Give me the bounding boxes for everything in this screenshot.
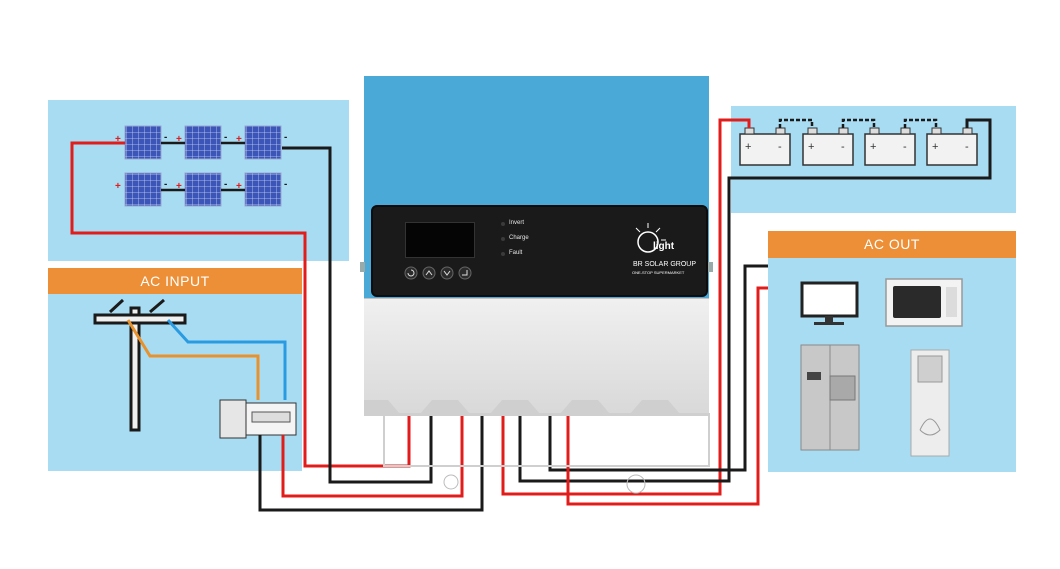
indicator-invert-label: Invert: [509, 220, 525, 226]
battery-wires: [501, 118, 992, 496]
battery-polarity-marks: + - + - + - + -: [745, 141, 969, 153]
inverter-mount-right: [708, 262, 713, 272]
svg-text:-: -: [284, 179, 287, 190]
battery-icon: [802, 127, 854, 166]
svg-text:-: -: [778, 141, 782, 153]
svg-text:+: +: [236, 134, 242, 145]
svg-text:+: +: [176, 181, 182, 192]
monitor-icon: [800, 281, 859, 325]
svg-text:-: -: [903, 141, 907, 153]
svg-text:-: -: [841, 141, 845, 153]
svg-text:+: +: [808, 141, 814, 153]
ac-input-wires: [258, 414, 484, 512]
down-icon[interactable]: [440, 266, 454, 280]
svg-text:-: -: [164, 179, 167, 190]
ac-out-label: AC OUT: [768, 231, 1016, 258]
brand-logo-icon: [635, 223, 666, 253]
solar-panel-icon: [244, 172, 282, 207]
ac-input-label: AC INPUT: [48, 268, 302, 294]
brand-tagline: ONE-STOP SUPERMARKET: [632, 270, 685, 275]
indicator-fault-label: Fault: [509, 250, 523, 256]
battery-series-links: [778, 118, 938, 128]
battery-icon: [864, 127, 916, 166]
inverter-terminals: [364, 400, 710, 494]
brand-logo-text: light: [653, 241, 675, 252]
grid-wires: [126, 318, 287, 400]
inverter-mount-left: [360, 262, 365, 272]
solar-panel-icon: [184, 125, 222, 160]
inverter-bottom-case: [364, 298, 709, 416]
microwave-icon: [885, 278, 963, 327]
indicator-leds: [501, 222, 505, 256]
svg-text:-: -: [164, 132, 167, 143]
solar-panel-icon: [184, 172, 222, 207]
svg-text:+: +: [932, 141, 938, 153]
battery-icon: [926, 127, 978, 166]
panel-polarity-marks: + + + + + + - - - - - -: [115, 132, 287, 192]
svg-text:+: +: [745, 141, 751, 153]
back-icon[interactable]: [404, 266, 418, 280]
battery-icon: [739, 127, 791, 166]
refrigerator-icon: [800, 344, 860, 451]
brand-name: BR SOLAR GROUP: [633, 261, 697, 268]
air-conditioner-icon: [910, 349, 950, 457]
svg-text:+: +: [176, 134, 182, 145]
svg-text:-: -: [224, 179, 227, 190]
svg-text:-: -: [224, 132, 227, 143]
svg-text:-: -: [965, 141, 969, 153]
svg-text:+: +: [115, 181, 121, 192]
solar-panel-icon: [124, 125, 162, 160]
enter-icon[interactable]: [458, 266, 472, 280]
panel-interconnects: [161, 141, 245, 192]
svg-text:+: +: [236, 181, 242, 192]
svg-text:+: +: [870, 141, 876, 153]
ac-output-wires: [548, 264, 768, 506]
breaker-box-icon: [219, 399, 297, 439]
lcd-screen: [405, 222, 475, 258]
utility-pole-icon: [93, 298, 187, 432]
solar-panel-icon: [244, 125, 282, 160]
svg-text:-: -: [284, 132, 287, 143]
up-icon[interactable]: [422, 266, 436, 280]
svg-text:+: +: [115, 134, 121, 145]
solar-panel-icon: [124, 172, 162, 207]
indicator-charge-label: Charge: [509, 235, 529, 241]
